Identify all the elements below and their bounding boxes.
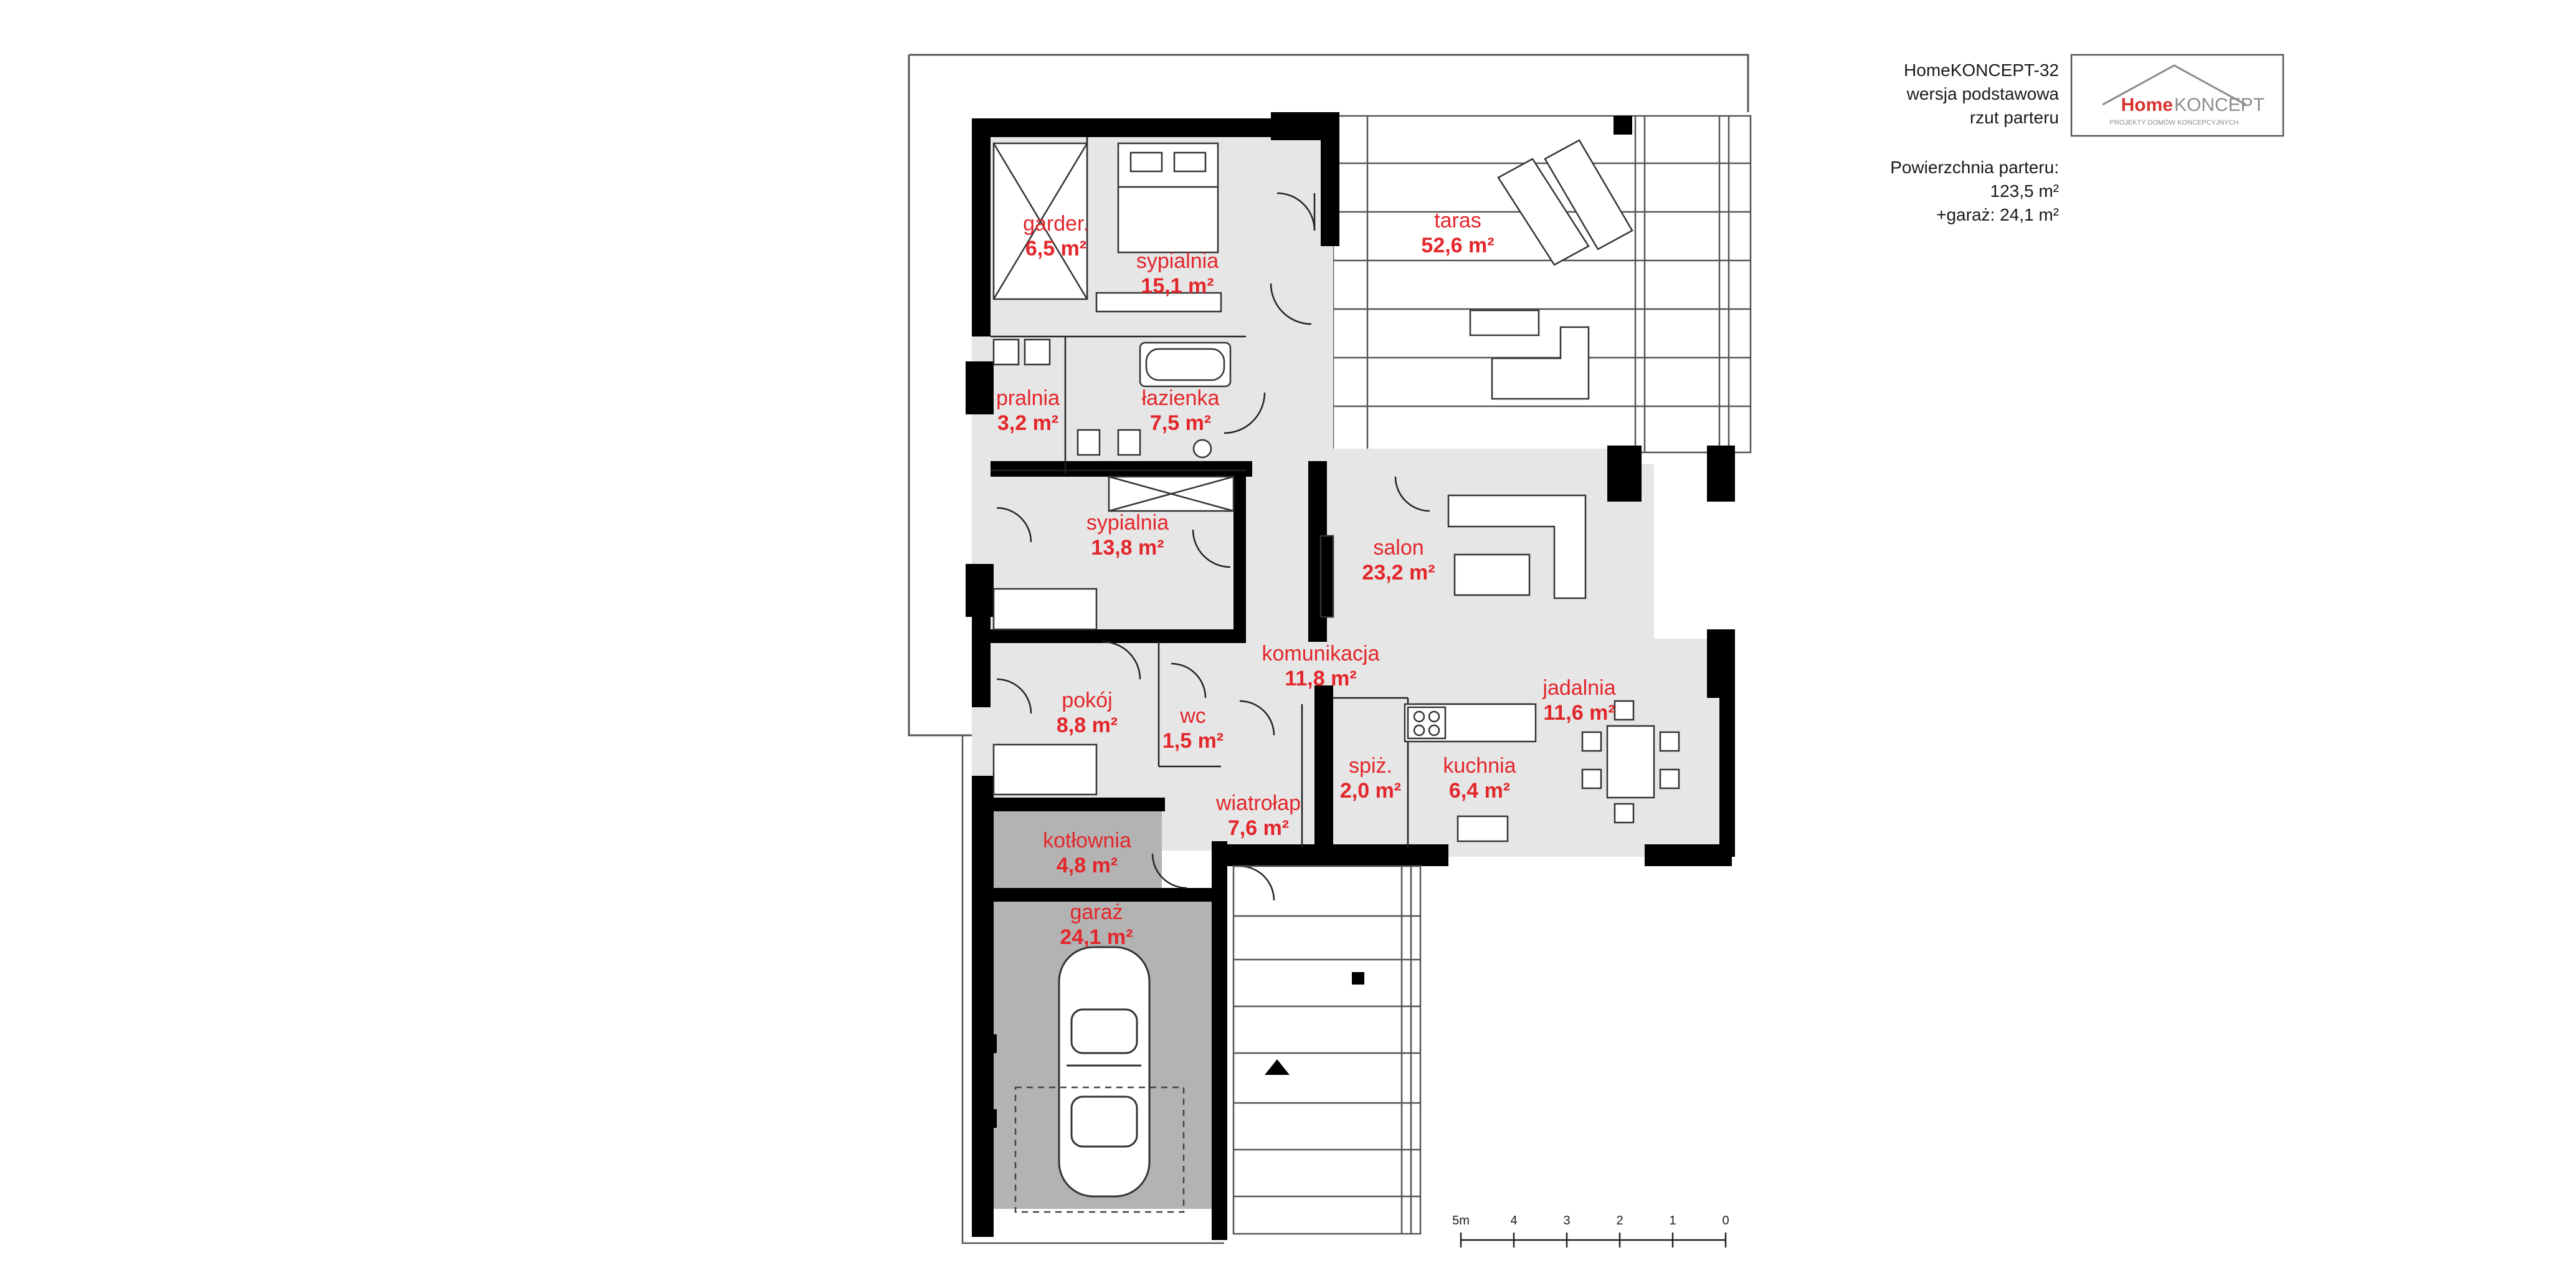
main-area: 123,5 m²	[1990, 181, 2060, 201]
roof-icon	[2102, 64, 2246, 106]
room-area: 3,2 m²	[997, 411, 1058, 435]
header-block: HomeKONCEPT-32 wersja podstawowa rzut pa…	[1890, 60, 2059, 224]
room-area: 4,8 m²	[1057, 854, 1118, 877]
logo-brand-a: Home	[2121, 95, 2173, 115]
room-name: łazienka	[1142, 386, 1220, 410]
room-name: garder.	[1023, 212, 1089, 236]
garage-area: +garaż: 24,1 m²	[1936, 205, 2059, 224]
dining-table	[1606, 725, 1655, 799]
room-name: garaż	[1070, 900, 1123, 924]
room-name: salon	[1373, 536, 1423, 560]
doors	[996, 192, 1430, 901]
terrace-area	[1332, 115, 1752, 454]
car-parking-outline	[1014, 1086, 1185, 1213]
room-area: 52,6 m²	[1421, 234, 1494, 257]
room-area: 8,8 m²	[1057, 713, 1118, 737]
room-name: kotłownia	[1043, 829, 1131, 852]
cooktop	[1407, 706, 1447, 740]
room-name: wiatrołap	[1215, 791, 1301, 815]
single-bed-2	[992, 743, 1098, 796]
logo-brand-b: KONCEPT	[2174, 95, 2265, 115]
scale-tick-label: 4	[1510, 1214, 1517, 1228]
room-area: 1,5 m²	[1162, 729, 1224, 753]
plot-outline	[908, 54, 1749, 737]
sink	[1457, 815, 1509, 842]
furniture	[992, 142, 1680, 842]
entrance-arrow	[1265, 1059, 1290, 1075]
terrace-furniture	[1469, 139, 1633, 400]
room-name: jadalnia	[1542, 676, 1615, 700]
room-area: 11,6 m²	[1543, 701, 1615, 725]
project-version: wersja podstawowa	[1906, 84, 2060, 103]
corner-sofa	[1447, 494, 1587, 599]
scale-tick-label: 2	[1616, 1214, 1623, 1228]
scale-tick-label: 3	[1563, 1214, 1570, 1228]
room-labels: garder. 6,5 m² sypialnia 15,1 m² taras 5…	[996, 209, 1616, 949]
room-name: pokój	[1062, 689, 1112, 712]
room-area: 7,5 m²	[1150, 411, 1211, 435]
washing-machine	[992, 338, 1020, 366]
logo-tagline: PROJEKTY DOMÓW KONCEPCYJNYCH	[2110, 118, 2239, 126]
room-area: 11,8 m²	[1285, 667, 1356, 690]
dryer	[1024, 338, 1051, 366]
room-name: pralnia	[996, 386, 1060, 410]
area-label: Powierzchnia parteru:	[1890, 158, 2059, 177]
car	[1058, 946, 1151, 1198]
room-area: 7,6 m²	[1228, 816, 1289, 840]
room-name: spiż.	[1349, 754, 1392, 778]
room-name: taras	[1434, 209, 1481, 232]
project-name: HomeKONCEPT-32	[1904, 60, 2059, 80]
room-name: sypialnia	[1136, 249, 1219, 273]
room-name: sypialnia	[1086, 511, 1169, 535]
room-area: 2,0 m²	[1340, 779, 1401, 803]
scale-tick-label: 0	[1722, 1214, 1729, 1228]
room-area: 6,4 m²	[1449, 779, 1510, 803]
coffee-table	[1453, 553, 1531, 596]
room-area: 13,8 m²	[1091, 536, 1164, 560]
scale-tick-label: 1	[1669, 1214, 1676, 1228]
room-name: komunikacja	[1262, 642, 1380, 665]
room-name: kuchnia	[1443, 754, 1516, 778]
room-area: 23,2 m²	[1362, 561, 1435, 584]
scale-bar: 0 1 2 3 4 5m	[1452, 1214, 1729, 1247]
homekoncept-logo: Home KONCEPT PROJEKTY DOMÓW KONCEPCYJNYC…	[2070, 54, 2284, 137]
driveway	[961, 735, 1422, 1244]
scale-tick-label: 5m	[1452, 1214, 1470, 1228]
room-area: 6,5 m²	[1025, 237, 1086, 260]
room-area: 15,1 m²	[1141, 274, 1214, 298]
room-area: 24,1 m²	[1060, 925, 1133, 949]
plan-view: rzut parteru	[1970, 108, 2059, 127]
room-name: wc	[1179, 704, 1206, 728]
walls	[966, 112, 1735, 1240]
single-bed	[992, 588, 1098, 631]
